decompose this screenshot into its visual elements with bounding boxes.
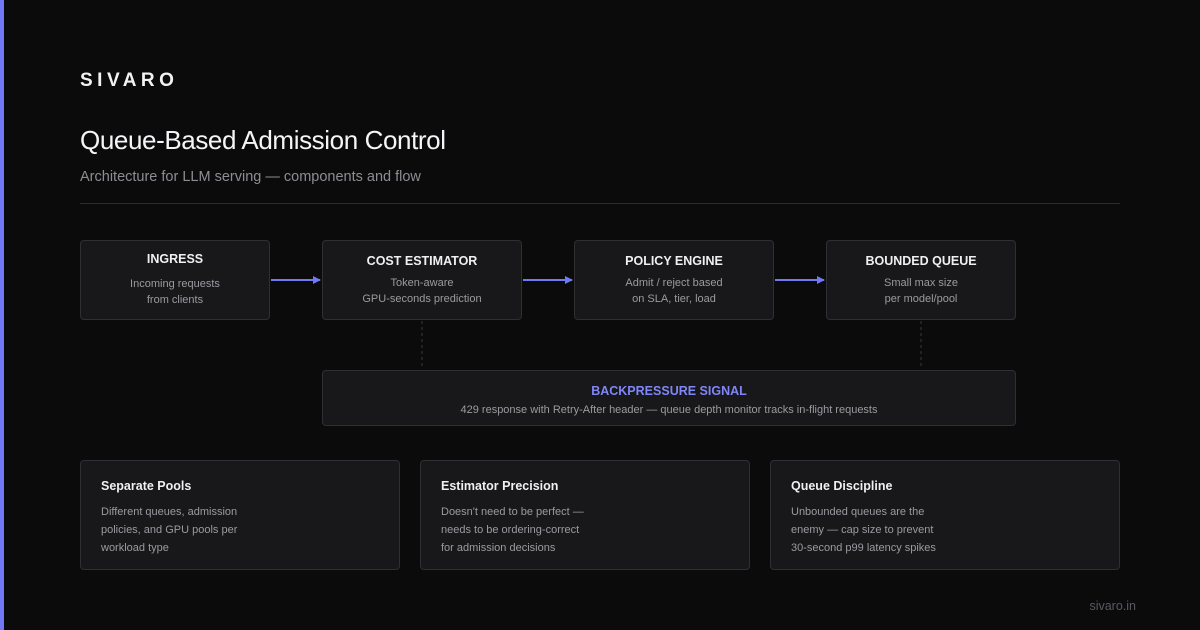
accent-bar	[0, 0, 4, 630]
bounded-queue-desc: Small max size per model/pool	[884, 276, 958, 305]
policy-engine-title: POLICY ENGINE	[625, 253, 723, 268]
backpressure-desc: 429 response with Retry-After header — q…	[460, 404, 878, 416]
bounded-queue-node: BOUNDED QUEUE Small max size per model/p…	[826, 240, 1016, 320]
card-separate-pools: Separate Pools Different queues, admissi…	[80, 460, 400, 570]
backpressure-signal-box: BACKPRESSURE SIGNAL 429 response with Re…	[322, 370, 1016, 426]
card-title: Separate Pools	[101, 479, 192, 493]
ingress-desc: Incoming requests from clients	[130, 278, 220, 306]
card-desc: Different queues, admission policies, an…	[101, 506, 238, 554]
card-estimator-precision: Estimator Precision Doesn't need to be p…	[420, 460, 750, 570]
footer-url[interactable]: sivaro.in	[1089, 599, 1136, 613]
card-title: Queue Discipline	[791, 479, 893, 493]
cost-estimator-node: COST ESTIMATOR Token-aware GPU-seconds p…	[322, 240, 522, 320]
ingress-node: INGRESS Incoming requests from clients	[80, 240, 270, 320]
page-title: Queue-Based Admission Control	[80, 125, 446, 155]
card-title: Estimator Precision	[441, 479, 559, 493]
brand-logo: SIVARO	[80, 70, 179, 91]
card-desc: Unbounded queues are the enemy — cap siz…	[791, 506, 936, 554]
card-queue-discipline: Queue Discipline Unbounded queues are th…	[770, 460, 1120, 570]
cost-estimator-desc: Token-aware GPU-seconds prediction	[362, 276, 482, 305]
header-divider	[80, 203, 1120, 204]
page-subtitle: Architecture for LLM serving — component…	[80, 169, 421, 185]
policy-engine-desc: Admit / reject based on SLA, tier, load	[625, 276, 723, 305]
backpressure-title: BACKPRESSURE SIGNAL	[591, 384, 747, 398]
card-desc: Doesn't need to be perfect — needs to be…	[441, 506, 584, 554]
ingress-title: INGRESS	[146, 252, 204, 266]
policy-engine-node: POLICY ENGINE Admit / reject based on SL…	[574, 240, 774, 320]
bounded-queue-title: BOUNDED QUEUE	[865, 253, 977, 268]
cost-estimator-title: COST ESTIMATOR	[366, 253, 478, 268]
